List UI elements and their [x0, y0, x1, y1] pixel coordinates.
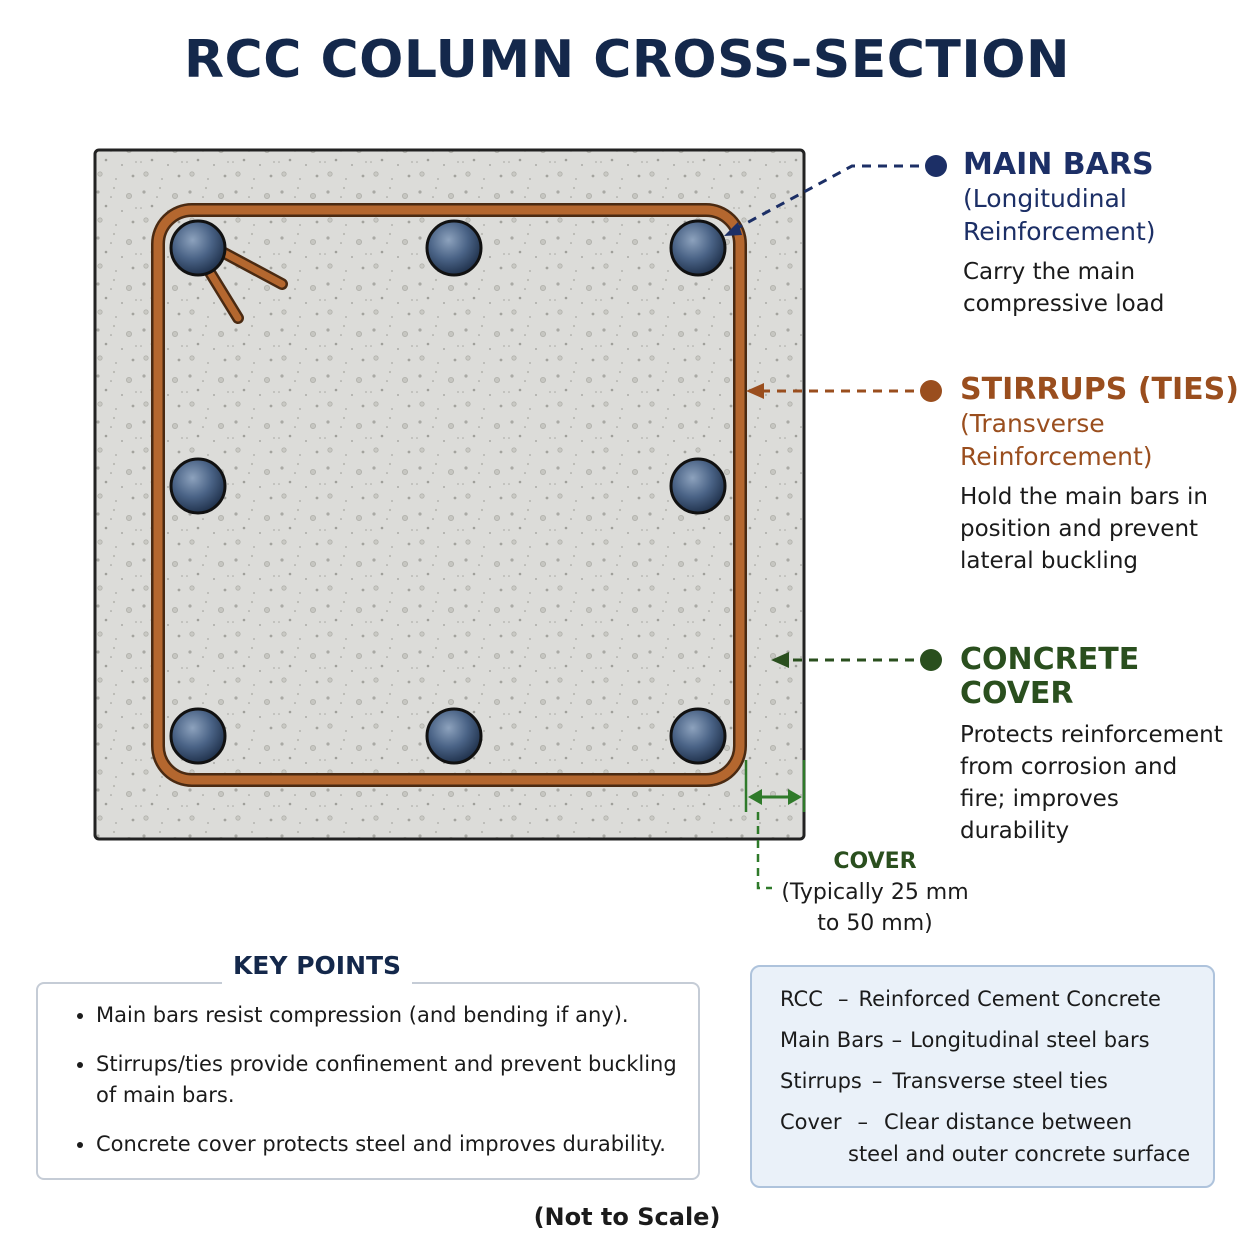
main-bar [425, 219, 483, 277]
cover-note-line-2: to 50 mm) [817, 911, 933, 936]
abbreviation-dash: – [857, 1110, 869, 1134]
abbreviation-row: Stirrups–Transverse steel ties [780, 1065, 1213, 1097]
key-point: Main bars resist compression (and bendin… [96, 1000, 678, 1031]
abbreviation-definition: Longitudinal steel bars [910, 1028, 1150, 1052]
main-bar [669, 707, 727, 765]
abbreviation-dash: – [871, 1069, 883, 1093]
key-points-title: KEY POINTS [222, 948, 412, 984]
abbreviation-dash: – [891, 1028, 903, 1052]
concrete-cover-label: CONCRETE COVER Protects reinforcement fr… [960, 643, 1254, 847]
stirrups-desc-1: Hold the main bars in [960, 484, 1208, 510]
cover-note-heading: COVER [833, 849, 917, 874]
main-bars-heading: MAIN BARS [963, 147, 1154, 182]
abbreviation-dash: – [838, 987, 849, 1011]
main-bars-leader [724, 155, 947, 236]
cover-dimension [744, 760, 806, 890]
abbreviation-definition-cont: steel and outer concrete surface [848, 1142, 1191, 1166]
main-bars-desc-1: Carry the main [963, 259, 1136, 285]
concrete-cover-desc-2: from corrosion and [960, 754, 1178, 780]
key-points-box: Main bars resist compression (and bendin… [36, 982, 700, 1180]
abbreviation-term: Main Bars [780, 1028, 884, 1052]
cover-note-line-1: (Typically 25 mm [781, 880, 969, 905]
stirrups-sub-1: (Transverse [960, 409, 1105, 438]
main-bar [425, 707, 483, 765]
stirrups-sub-2: Reinforcement) [960, 442, 1153, 471]
abbreviation-definition: Clear distance between [884, 1110, 1133, 1134]
concrete-cover-desc-4: durability [960, 818, 1070, 844]
stirrups-desc-3: lateral buckling [960, 548, 1139, 574]
stirrup-tie-inner [153, 205, 745, 785]
stirrups-label: STIRRUPS (TIES) (Transverse Reinforcemen… [960, 373, 1239, 577]
main-bars-label: MAIN BARS (Longitudinal Reinforcement) C… [963, 148, 1164, 320]
abbreviation-term: Stirrups [780, 1069, 862, 1093]
main-bar [669, 457, 727, 515]
main-bars-sub-1: (Longitudinal [963, 184, 1127, 213]
concrete-cover-desc-1: Protects reinforcement [960, 722, 1223, 748]
concrete-cover-heading: CONCRETE COVER [960, 642, 1140, 711]
key-point: Concrete cover protects steel and improv… [96, 1129, 678, 1160]
abbreviation-definition: Reinforced Cement Concrete [858, 987, 1161, 1011]
main-bar [669, 219, 727, 277]
concrete-section [93, 148, 806, 841]
stirrups-leader [746, 380, 942, 402]
not-to-scale-note: (Not to Scale) [533, 1203, 721, 1231]
main-bar [169, 707, 227, 765]
main-bar [169, 219, 227, 277]
main-bars-sub-2: Reinforcement) [963, 217, 1156, 246]
key-point: Stirrups/ties provide confinement and pr… [96, 1049, 678, 1111]
abbreviation-row: RCC–Reinforced Cement Concrete [780, 983, 1213, 1015]
abbreviation-term: RCC [780, 987, 823, 1011]
concrete-cover-leader [771, 649, 942, 671]
concrete-cover-desc-3: fire; improves [960, 786, 1119, 812]
stirrups-heading: STIRRUPS (TIES) [960, 372, 1239, 407]
abbreviation-definition: Transverse steel ties [892, 1069, 1108, 1093]
abbreviation-term: Cover [780, 1110, 842, 1134]
main-bars [169, 219, 727, 765]
cover-note: COVER (Typically 25 mm to 50 mm) [770, 846, 980, 939]
page-title: RCC COLUMN CROSS-SECTION [184, 30, 1070, 90]
key-points-list: Main bars resist compression (and bendin… [38, 984, 698, 1160]
abbreviation-row: Cover–Clear distance between steel and o… [780, 1106, 1213, 1170]
main-bars-desc-2: compressive load [963, 291, 1165, 317]
abbreviation-row: Main Bars–Longitudinal steel bars [780, 1024, 1213, 1056]
main-bar [169, 457, 227, 515]
stirrups-desc-2: position and prevent [960, 516, 1199, 542]
abbreviations-box: RCC–Reinforced Cement Concrete Main Bars… [750, 965, 1215, 1188]
